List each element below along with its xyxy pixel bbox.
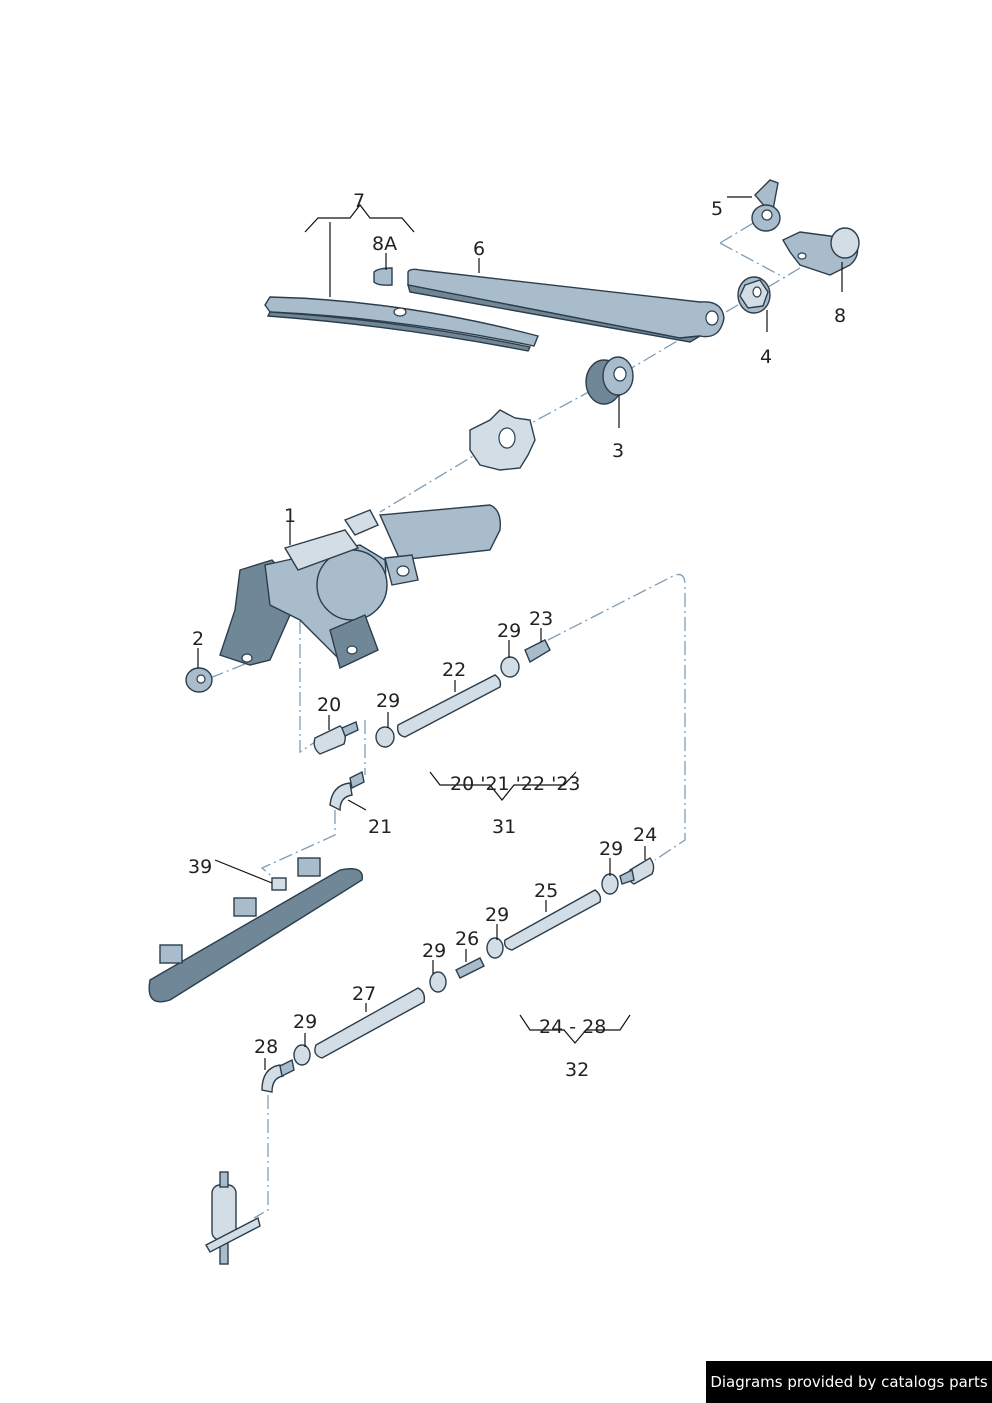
hose-clamp-part-29[interactable] — [293, 1044, 311, 1066]
callout-29: 29 — [497, 620, 521, 642]
t-valve[interactable] — [205, 1171, 261, 1265]
hose-clamp-part-29[interactable] — [375, 726, 395, 748]
hose-clamp-part-29[interactable] — [500, 656, 520, 678]
callout-group-32-members: 24 - 28 — [539, 1016, 606, 1038]
callout-group-31-members: 20 '21 '22 '23 — [450, 773, 581, 795]
wiper-blade-part-7[interactable] — [264, 296, 539, 352]
wiper-arm-part-6[interactable] — [407, 268, 725, 343]
callout-6: 6 — [473, 238, 485, 260]
callout-8: 8 — [834, 305, 846, 327]
wiper-motor-part-1[interactable] — [219, 504, 501, 669]
elbow-part-21[interactable] — [329, 770, 365, 812]
callout-20: 20 — [317, 694, 341, 716]
callout-27: 27 — [352, 983, 376, 1005]
hose-clamp-part-29[interactable] — [429, 971, 447, 993]
hose-rail-part-39[interactable] — [148, 857, 364, 1003]
callout-29: 29 — [376, 690, 400, 712]
hose-part-25[interactable] — [503, 889, 602, 951]
nut-part-2[interactable] — [185, 667, 213, 693]
credit-text: Diagrams provided by catalogs parts — [710, 1373, 988, 1391]
connector-part-26[interactable] — [455, 957, 485, 979]
callout-24: 24 — [633, 824, 657, 846]
callout-31: 31 — [492, 816, 516, 838]
callout-29: 29 — [599, 838, 623, 860]
grommet-part-3[interactable] — [585, 356, 634, 405]
callout-28: 28 — [254, 1036, 278, 1058]
callout-labels: 7 8A 6 5 8 4 3 1 2 23 29 22 20 29 21 20 … — [188, 190, 846, 1081]
assembly-lines — [209, 221, 801, 1219]
cover-part-8[interactable] — [782, 227, 860, 276]
callout-23: 23 — [529, 608, 553, 630]
callout-8a: 8A — [372, 233, 397, 255]
callout-4: 4 — [760, 346, 772, 368]
callout-2: 2 — [192, 628, 204, 650]
callout-32: 32 — [565, 1059, 589, 1081]
callout-5: 5 — [711, 198, 723, 220]
seal-washer — [469, 409, 536, 471]
hose-clamp-part-29[interactable] — [486, 937, 504, 959]
callout-29: 29 — [485, 904, 509, 926]
check-valve-part-23[interactable] — [524, 639, 551, 664]
hose-clamp-part-29[interactable] — [601, 873, 619, 895]
callout-29: 29 — [422, 940, 446, 962]
center-line-23-24 — [547, 573, 686, 861]
center-line-20-21 — [299, 620, 366, 775]
callout-1: 1 — [284, 505, 296, 527]
credit-banner: Diagrams provided by catalogs parts — [706, 1361, 992, 1403]
callout-leaders — [197, 196, 843, 1070]
hose-part-22[interactable] — [396, 674, 502, 738]
nut-part-4[interactable] — [737, 276, 771, 314]
callout-3: 3 — [612, 440, 624, 462]
callout-25: 25 — [534, 880, 558, 902]
cap-part-5[interactable] — [751, 179, 781, 232]
connector-part-20[interactable] — [313, 721, 359, 755]
callout-7: 7 — [353, 190, 365, 212]
elbow-part-28[interactable] — [261, 1058, 295, 1093]
corrugated-hose-part-27[interactable] — [314, 987, 426, 1059]
end-cap-part-8a[interactable] — [373, 267, 393, 286]
callout-39: 39 — [188, 856, 212, 878]
center-line-28-valve — [253, 1095, 269, 1219]
callout-22: 22 — [442, 659, 466, 681]
connector-part-24[interactable] — [619, 857, 655, 885]
center-line-nut — [209, 661, 251, 679]
callout-26: 26 — [455, 928, 479, 950]
center-line-21-39 — [260, 810, 336, 881]
callout-29: 29 — [293, 1011, 317, 1033]
callout-21: 21 — [368, 816, 392, 838]
